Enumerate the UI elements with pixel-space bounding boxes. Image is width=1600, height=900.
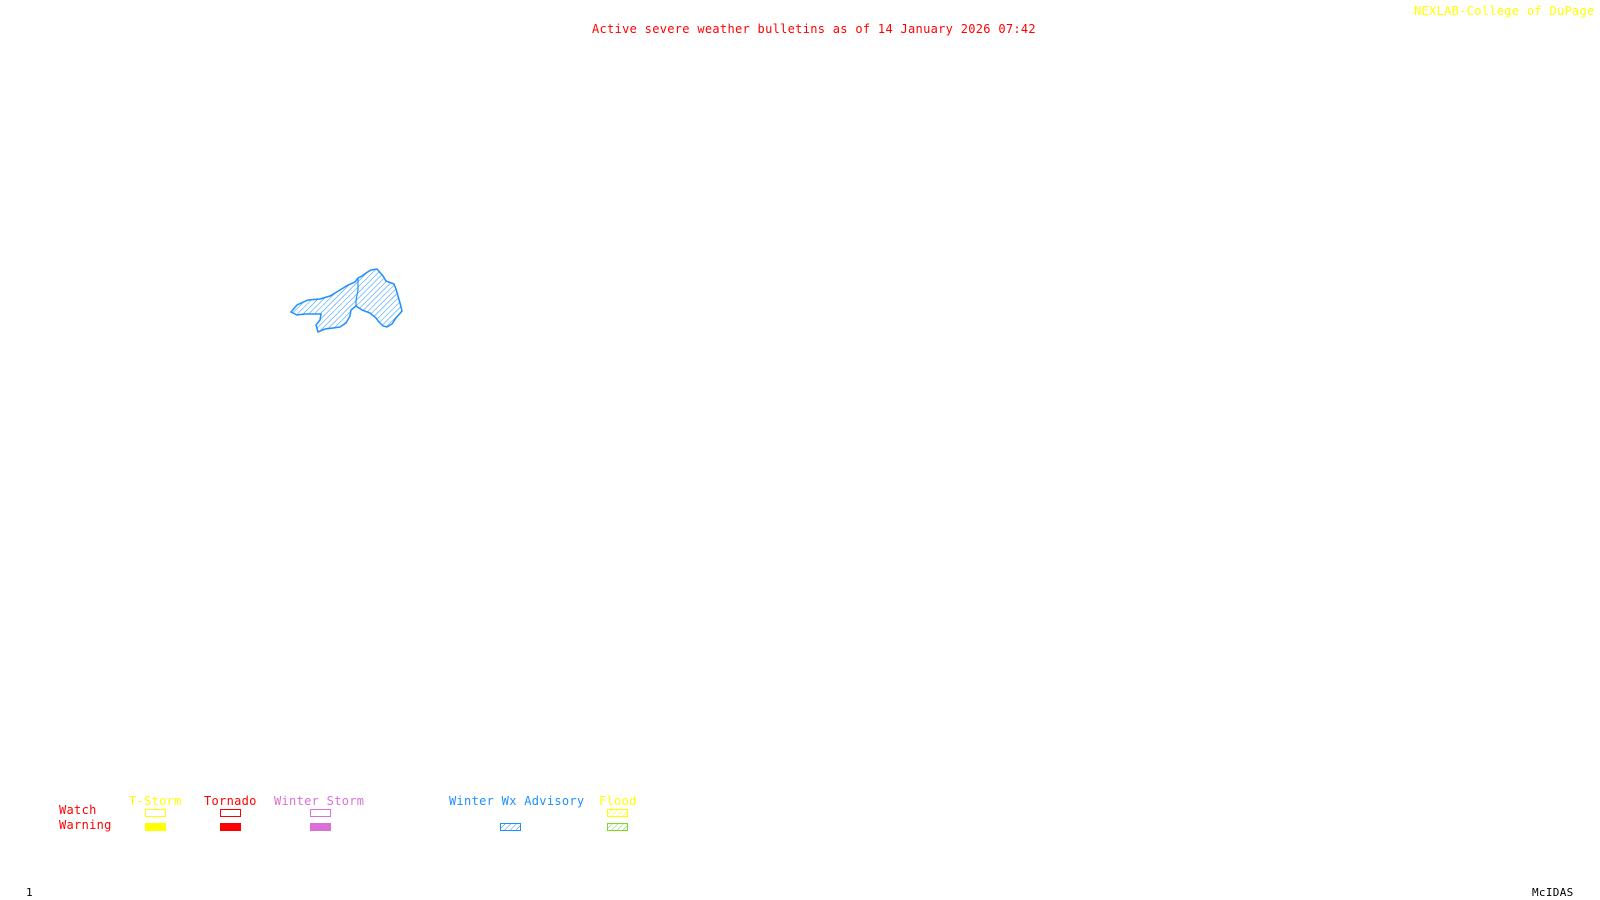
flood-warning-swatch xyxy=(607,823,628,831)
legend-winter-storm-label: Winter Storm xyxy=(274,794,365,808)
legend-watch-label: Watch xyxy=(59,803,97,817)
tstorm-warning-swatch xyxy=(145,823,166,831)
winter-advisory-swatch xyxy=(500,823,521,831)
winter-storm-warning-swatch xyxy=(310,823,331,831)
legend-flood-label: Flood xyxy=(599,794,637,808)
winter-advisory-area xyxy=(289,268,403,334)
credit-label: NEXLAB-College of DuPage ↘ xyxy=(1414,4,1600,18)
frame-number: 1 xyxy=(26,886,33,899)
flood-watch-swatch xyxy=(607,809,628,817)
legend-tstorm-label: T-Storm xyxy=(129,794,182,808)
legend-tornado-label: Tornado xyxy=(204,794,257,808)
bulletin-title: Active severe weather bulletins as of 14… xyxy=(592,22,1036,36)
legend-warning-label: Warning xyxy=(59,818,112,832)
tornado-warning-swatch xyxy=(220,823,241,831)
tornado-watch-swatch xyxy=(220,809,241,817)
credit-text: NEXLAB-College of DuPage xyxy=(1414,4,1595,18)
legend-winter-advisory-label: Winter Wx Advisory xyxy=(449,794,585,808)
winter-storm-watch-swatch xyxy=(310,809,331,817)
tstorm-watch-swatch xyxy=(145,809,166,817)
software-label: McIDAS xyxy=(1532,886,1574,899)
